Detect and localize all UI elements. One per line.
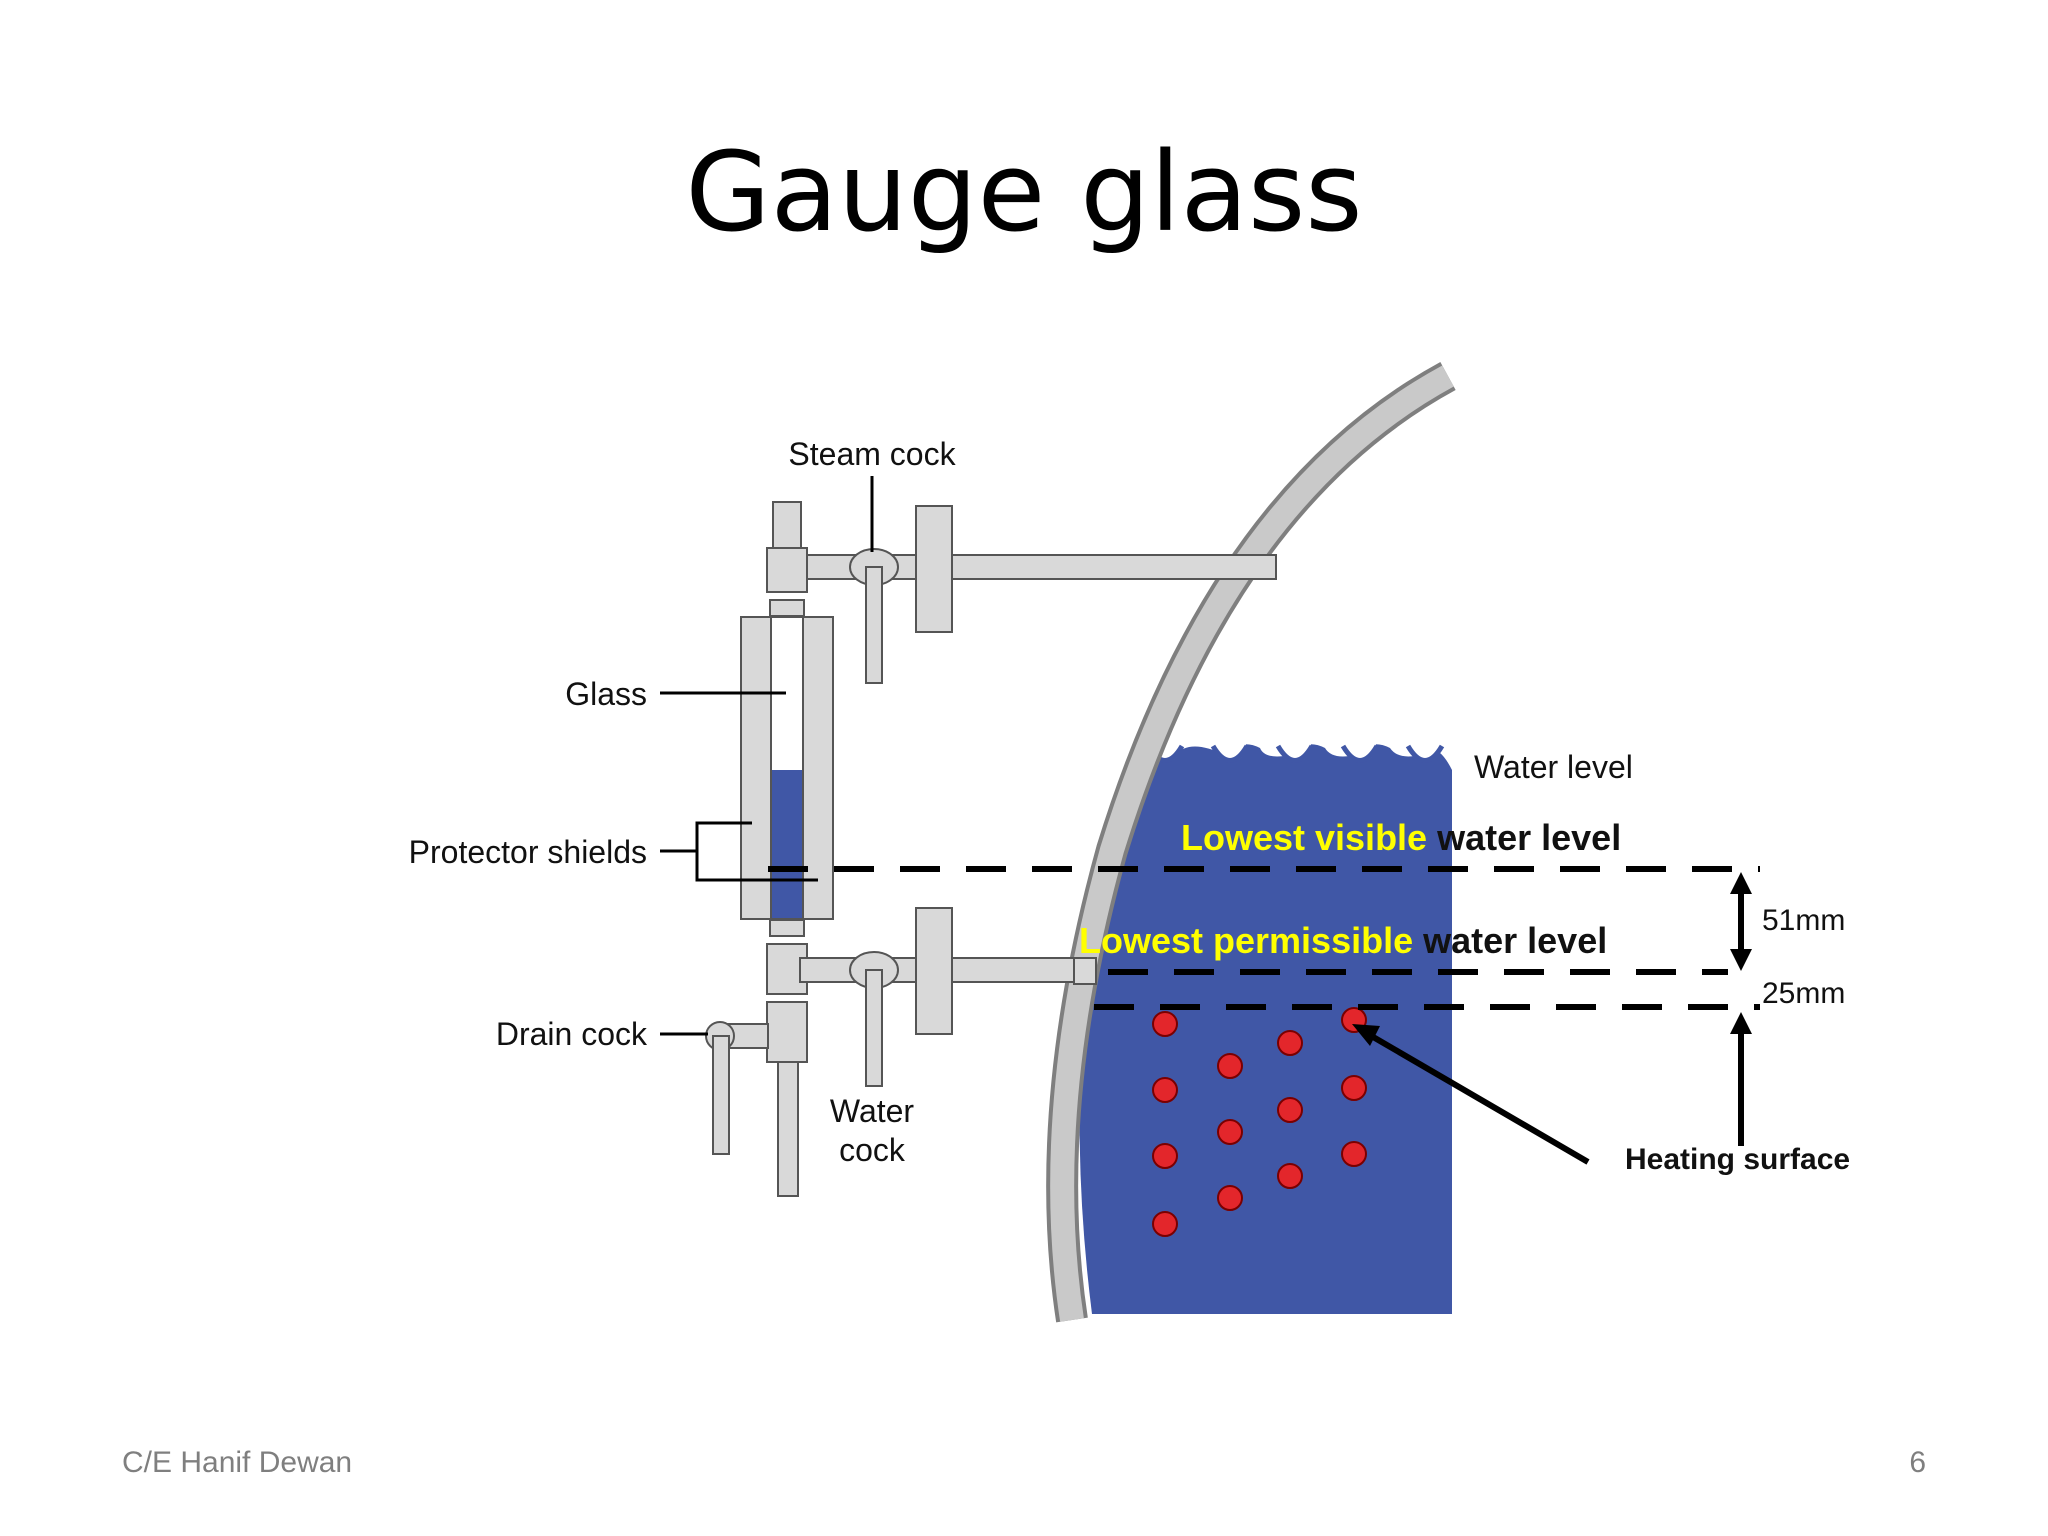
bottom-coupling (769, 919, 805, 937)
top-plug (772, 501, 802, 549)
dim-arrow-upper-head-bottom (1730, 949, 1752, 971)
boiler-shell-inner (1050, 365, 1454, 1322)
svg-text:Lowest permissible water level: Lowest permissible water level (1079, 920, 1607, 961)
dim-arrow-lower-head (1730, 1012, 1752, 1034)
label-drain-cock: Drain cock (496, 1016, 648, 1052)
heating-surface-pointer-head (1352, 1024, 1380, 1046)
water-cock-handle (865, 969, 883, 1087)
label-lowest-visible-highlight: Lowest visible (1181, 817, 1437, 858)
label-glass: Glass (565, 676, 647, 712)
label-steam-cock: Steam cock (788, 436, 956, 472)
heating-tubes (1152, 1007, 1367, 1237)
label-heating-surface: Heating surface (1625, 1143, 1850, 1176)
label-lowest-visible-rest: water level (1436, 817, 1621, 858)
protector-shield-left (740, 616, 772, 920)
label-dim-25mm: 25mm (1762, 977, 1845, 1010)
water-pipe-end (1073, 957, 1097, 985)
top-coupling (769, 599, 805, 617)
footer-author: C/E Hanif Dewan (122, 1446, 353, 1479)
water-flange (915, 907, 953, 1035)
steam-cock-handle (865, 566, 883, 684)
top-nut (766, 547, 808, 593)
label-lowest-permissible-rest: water level (1422, 920, 1607, 961)
svg-text:Lowest visible water level: Lowest visible water level (1181, 817, 1621, 858)
label-lowest-permissible-highlight: Lowest permissible (1079, 920, 1423, 961)
drain-cock-handle (712, 1035, 730, 1155)
slide-title: Gauge glass (685, 128, 1363, 256)
protector-shields-bracket (695, 821, 818, 882)
glass-water-column (772, 770, 802, 918)
steam-flange (915, 505, 953, 633)
label-water-level: Water level (1474, 749, 1633, 785)
drain-tail (777, 1061, 799, 1197)
label-protector-shields: Protector shields (409, 834, 647, 870)
protector-shield-right (802, 616, 834, 920)
dim-arrow-upper-head-top (1730, 872, 1752, 894)
boiler-water (1079, 770, 1452, 1314)
heating-surface-pointer-shaft (1366, 1031, 1590, 1165)
label-dim-51mm: 51mm (1762, 904, 1845, 937)
footer-page-number: 6 (1909, 1446, 1926, 1479)
drain-body (766, 1001, 808, 1063)
label-water-cock-1: Water (830, 1093, 915, 1129)
label-water-cock-2: cock (839, 1132, 906, 1168)
